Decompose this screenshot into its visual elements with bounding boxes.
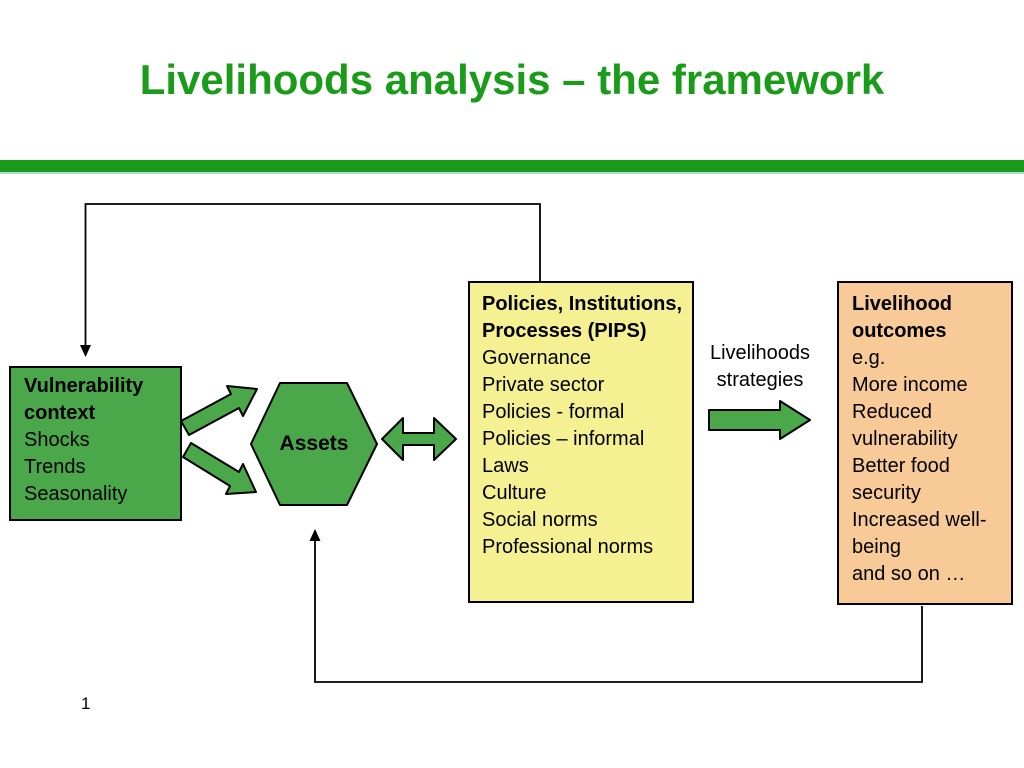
feedback-arrowhead-down-icon: [80, 345, 91, 357]
slide-title: Livelihoods analysis – the framework: [139, 56, 885, 103]
box-line: Trends: [24, 456, 86, 478]
box-line: Policies - formal: [482, 401, 625, 423]
arrow-assets-pips-double-icon: [381, 417, 457, 461]
page-number: 1: [81, 694, 91, 713]
box-line: Laws: [482, 455, 529, 477]
box-line: Shocks: [24, 429, 90, 451]
arrow-strategies-to-outcomes-icon: [708, 400, 811, 440]
title-underline-bar: [0, 160, 1024, 172]
box-line: Better food security: [852, 455, 950, 504]
assets-label: Assets: [279, 432, 349, 455]
assets-hexagon: [250, 382, 378, 506]
box-title: Policies, Institutions, Processes (PIPS): [482, 293, 683, 342]
vulnerability-context-box: Vulnerability context Shocks Trends Seas…: [9, 366, 182, 521]
livelihoods-strategies-label: Livelihoods strategies: [693, 340, 827, 394]
box-line: Policies – informal: [482, 428, 645, 450]
box-line: Seasonality: [24, 483, 128, 505]
box-line: Governance: [482, 347, 591, 369]
box-line: Private sector: [482, 374, 605, 396]
feedback-line-outcomes-to-assets: [314, 538, 923, 683]
box-line: and so on …: [852, 563, 966, 585]
box-line: More income: [852, 374, 968, 396]
livelihood-outcomes-box: Livelihood outcomes e.g. More income Red…: [837, 281, 1013, 605]
feedback-arrowhead-up-icon: [309, 529, 321, 541]
box-title: Vulnerability context: [24, 375, 144, 424]
label-line: Livelihoods: [709, 342, 811, 364]
box-line: Increased well-being: [852, 509, 987, 558]
pips-box: Policies, Institutions, Processes (PIPS)…: [468, 281, 694, 603]
box-line: Reduced vulnerability: [852, 401, 958, 450]
box-line: Social norms: [482, 509, 598, 531]
feedback-line-pips-to-vulnerability: [84, 203, 541, 348]
box-line: e.g.: [852, 347, 886, 369]
box-line: Culture: [482, 482, 547, 504]
arrow-vulnerability-to-assets-upper-icon: [180, 385, 258, 436]
arrow-vulnerability-to-assets-lower-icon: [182, 442, 257, 495]
box-line: Professional norms: [482, 536, 654, 558]
box-title: Livelihood outcomes: [852, 293, 952, 342]
title-underline-accent: [0, 172, 1024, 174]
label-line: strategies: [716, 369, 804, 391]
